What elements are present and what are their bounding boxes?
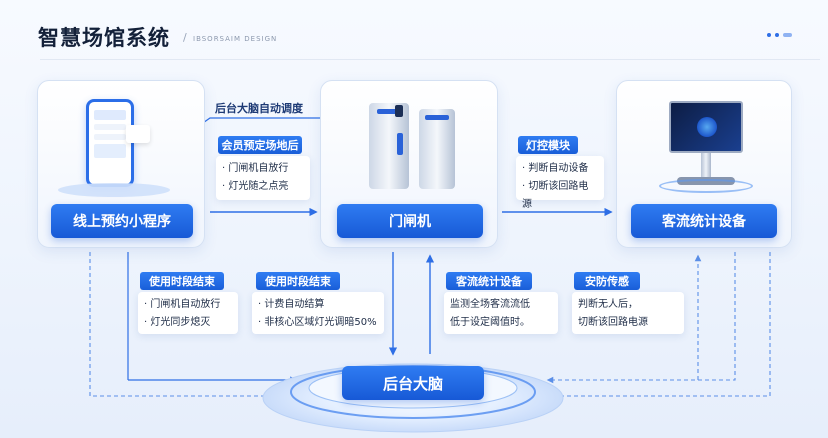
callout-booking-line-2: · 灯光随之点亮 [222, 181, 289, 192]
flow-label-auto-dispatch: 后台大脑自动调度 [215, 102, 303, 115]
callout-end1-box: · 门闸机自动放行 · 灯光同步熄灭 [138, 292, 238, 334]
phone-card-icon [126, 125, 150, 143]
node-miniprogram[interactable]: 线上预约小程序 [51, 204, 193, 238]
monitor-screen-icon [669, 101, 743, 153]
gate-panel: 门闸机 [320, 80, 498, 248]
callout-count-line-2: 低于设定阈值时。 [450, 317, 530, 328]
header-dots-decoration [767, 33, 792, 37]
phone-base-decoration [58, 183, 170, 197]
miniprogram-panel: 线上预约小程序 [37, 80, 205, 248]
node-gate[interactable]: 门闸机 [337, 204, 483, 238]
header-divider [40, 59, 820, 60]
callout-light-box: · 判断自动设备 · 切断该回路电源 [516, 156, 604, 210]
phone-icon [86, 99, 134, 187]
callout-end2-line-1: · 计费自动结算 [258, 299, 325, 310]
gate-machine-second-icon [419, 109, 455, 189]
gate-camera-icon [395, 105, 403, 117]
callout-light-line-1: · 判断自动设备 [522, 163, 589, 174]
gate-machine-icon [369, 103, 409, 189]
callout-end2-line-2: · 非核心区域灯光调暗50% [258, 317, 377, 328]
counter-panel: 客流统计设备 [616, 80, 792, 248]
callout-security-line-1: 判断无人后， [578, 299, 638, 310]
callout-count-box: 监测全场客流流低 低于设定阈值时。 [444, 292, 558, 334]
page-title: 智慧场馆系统 [38, 26, 170, 50]
callout-light-line-2: · 切断该回路电源 [522, 181, 589, 210]
callout-booking-line-1: · 门闸机自放行 [222, 163, 289, 174]
monitor-stand-icon [701, 153, 711, 179]
callout-security-line-2: 切断该回路电源 [578, 317, 648, 328]
callout-end2-box: · 计费自动结算 · 非核心区域灯光调暗50% [252, 292, 384, 334]
callout-security-title: 安防传感 [574, 272, 640, 290]
callout-end2-title: 使用时段结束 [256, 272, 340, 290]
title-separator: / [183, 31, 187, 44]
callout-light-title: 灯控模块 [518, 136, 578, 154]
node-counter[interactable]: 客流统计设备 [631, 204, 777, 238]
callout-end1-line-2: · 灯光同步熄灭 [144, 317, 211, 328]
node-backend[interactable]: 后台大脑 [342, 366, 484, 400]
callout-count-line-1: 监测全场客流流低 [450, 299, 530, 310]
page-subtitle: IBSORSAIM DESIGN [193, 35, 278, 43]
callout-booking-title: 会员预定场地后 [218, 136, 302, 154]
callout-count-title: 客流统计设备 [446, 272, 532, 290]
callout-end1-title: 使用时段结束 [140, 272, 224, 290]
callout-end1-line-1: · 门闸机自动放行 [144, 299, 221, 310]
callout-security-box: 判断无人后， 切断该回路电源 [572, 292, 684, 334]
monitor-ring-decoration [659, 179, 753, 193]
callout-booking-box: · 门闸机自放行 · 灯光随之点亮 [216, 156, 310, 200]
